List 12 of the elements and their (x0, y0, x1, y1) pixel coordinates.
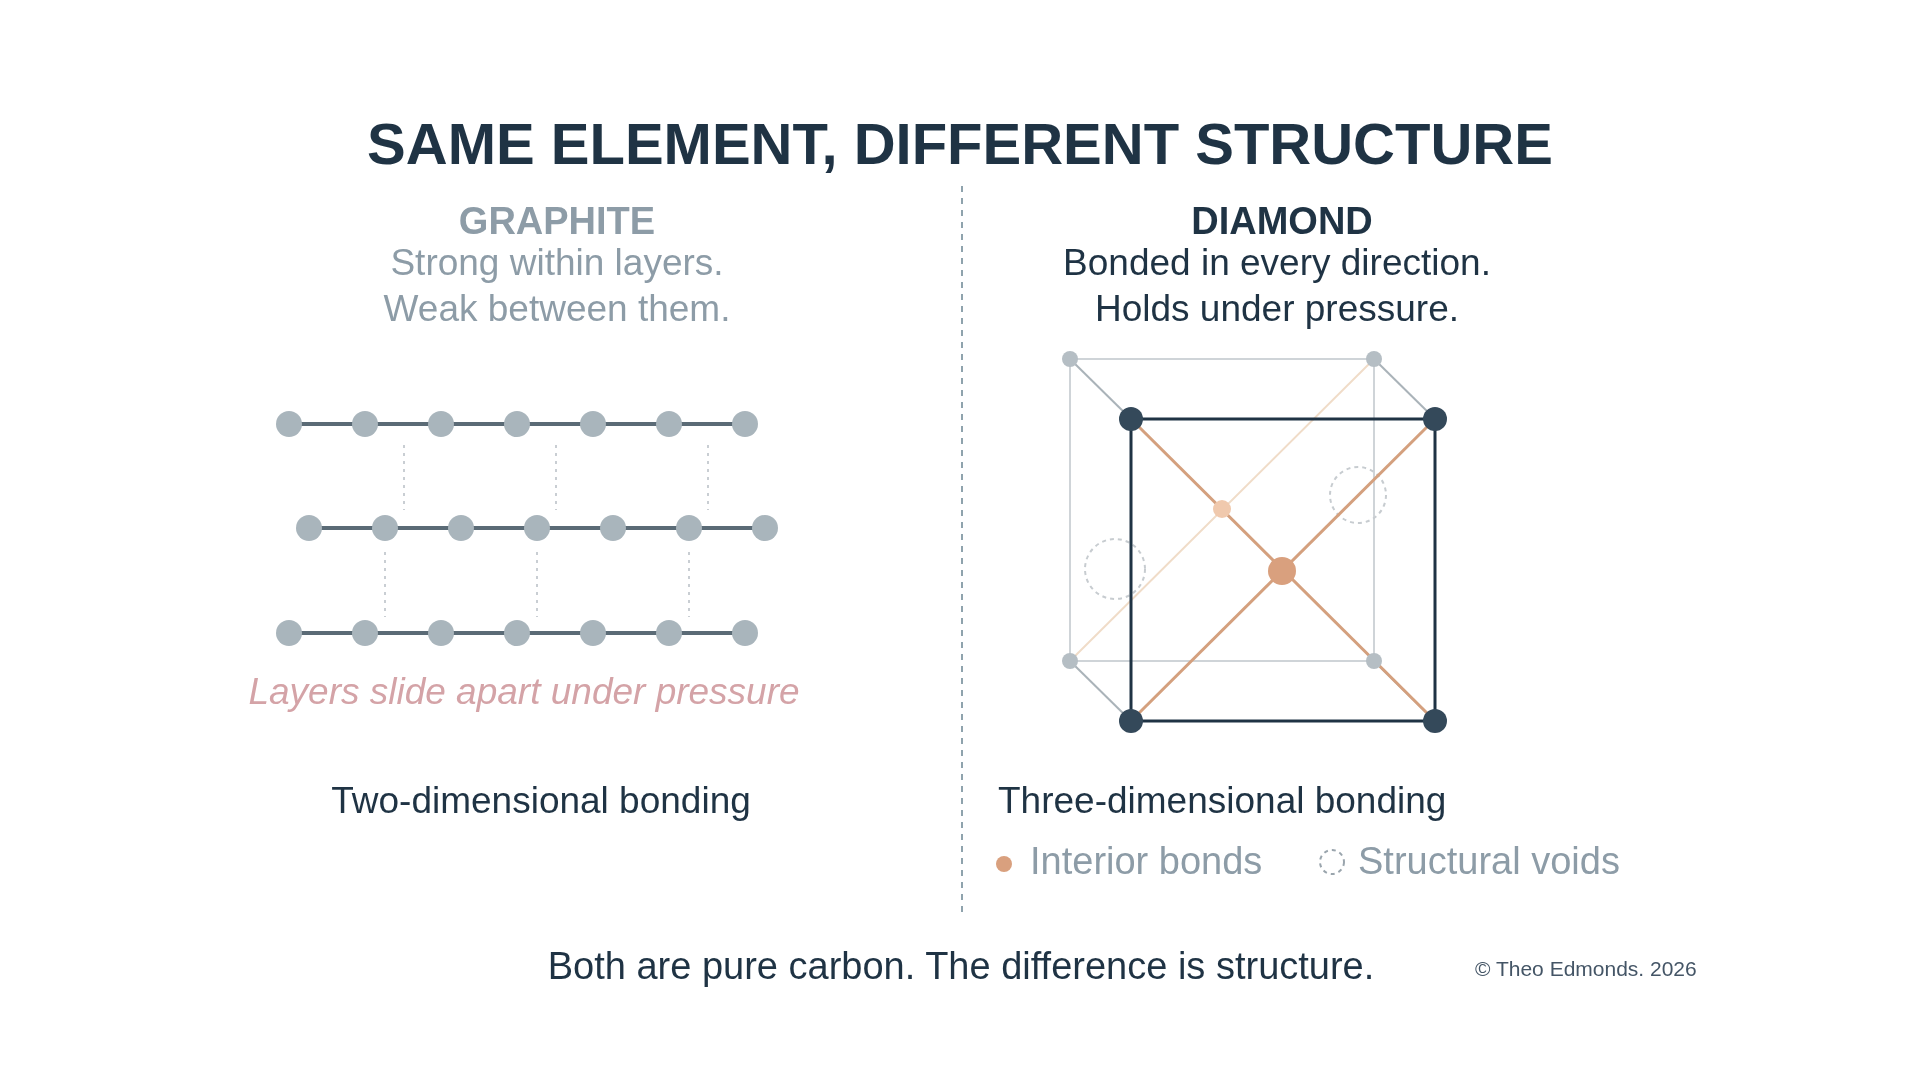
heading: GRAPHITE (458, 200, 656, 243)
subtitle: Bonded in every direction. Holds under pressure. (1062, 241, 1492, 331)
title: SAME ELEMENT, DIFFERENT STRUCTURE (367, 110, 1553, 177)
copyright-note: © Theo Edmonds. 2026 (1475, 957, 1697, 981)
note: Layers slide apart under pressure (248, 671, 800, 713)
legend-label: Structural voids (1358, 840, 1620, 883)
subtitle: Strong within layers. Weak between them. (382, 241, 732, 331)
caption-label: Three-dimensional bonding (998, 780, 1447, 822)
caption: Both are pure carbon. The difference is structure. (547, 945, 1375, 988)
caption-label: Two-dimensional bonding (331, 780, 751, 822)
heading: DIAMOND (1191, 200, 1373, 243)
legend-label: Interior bonds (1030, 840, 1263, 883)
